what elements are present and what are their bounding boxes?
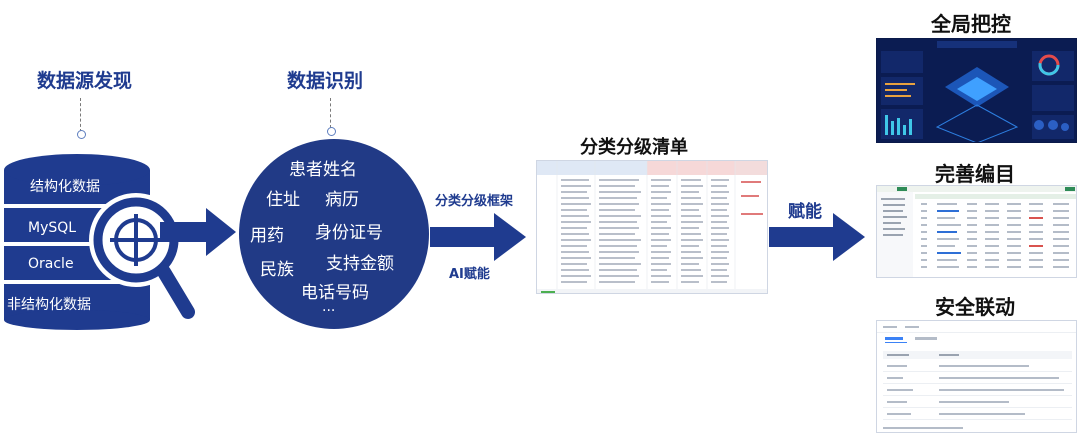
framework-label: 分类分级框架 bbox=[435, 194, 514, 209]
dashboard-preview bbox=[877, 39, 1076, 142]
term-payment-amount: 支持金额 bbox=[326, 254, 394, 274]
db-label-structured: 结构化数据 bbox=[30, 179, 100, 195]
catalog-title: 完善编目 bbox=[935, 162, 1015, 186]
arrow-to-outputs bbox=[769, 213, 865, 261]
db-label-oracle: Oracle bbox=[28, 256, 74, 272]
db-label-mysql: MySQL bbox=[28, 220, 77, 236]
term-medication: 用药 bbox=[250, 226, 284, 246]
empower-label: 赋能 bbox=[788, 202, 822, 222]
connector-line-1 bbox=[80, 98, 82, 132]
connector-dot-2 bbox=[327, 127, 336, 136]
catalog-preview bbox=[877, 186, 1076, 277]
source-discovery-title: 数据源发现 bbox=[37, 70, 133, 92]
term-ethnicity: 民族 bbox=[260, 260, 294, 280]
security-linkage-title: 安全联动 bbox=[935, 295, 1015, 319]
term-id-number: 身份证号 bbox=[315, 223, 383, 243]
spreadsheet-preview bbox=[537, 161, 767, 293]
catalog-thumbnail bbox=[876, 185, 1077, 278]
security-thumbnail bbox=[876, 320, 1077, 433]
identification-circle: 患者姓名 住址 病历 用药 身份证号 民族 支持金额 电话号码 ... bbox=[239, 139, 429, 329]
ai-empower-label: AI赋能 bbox=[449, 267, 490, 282]
db-label-unstructured: 非结构化数据 bbox=[7, 297, 91, 313]
arrow-to-list bbox=[430, 213, 526, 261]
connector-line-2 bbox=[330, 98, 332, 128]
term-patient-name: 患者姓名 bbox=[289, 160, 357, 180]
arrow-to-identification bbox=[160, 208, 236, 256]
dashboard-thumbnail bbox=[876, 38, 1077, 143]
connector-dot-1 bbox=[77, 130, 86, 139]
global-control-title: 全局把控 bbox=[931, 12, 1011, 36]
term-address: 住址 bbox=[266, 190, 300, 210]
identification-title: 数据识别 bbox=[287, 70, 364, 92]
term-medical-record: 病历 bbox=[325, 190, 359, 210]
term-ellipsis: ... bbox=[322, 299, 336, 315]
term-phone-number: 电话号码 bbox=[301, 283, 369, 303]
classification-list-title: 分类分级清单 bbox=[580, 137, 688, 158]
security-preview bbox=[877, 326, 1076, 429]
classification-list-thumbnail bbox=[536, 160, 768, 294]
